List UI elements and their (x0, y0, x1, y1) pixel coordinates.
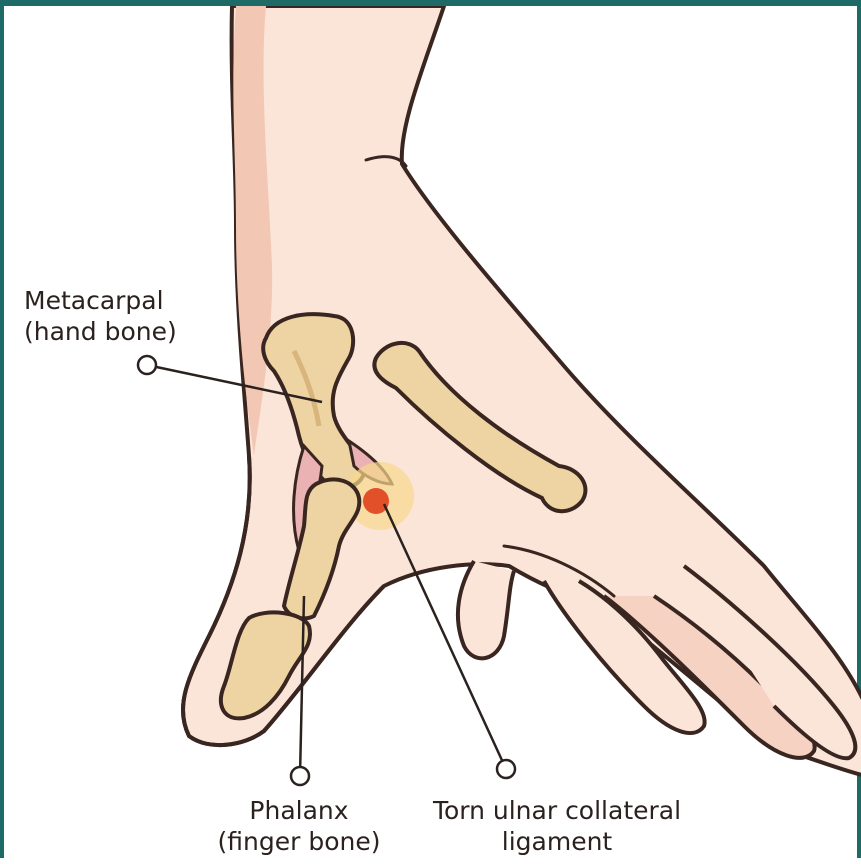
phalanx-label-line1: Phalanx (210, 795, 388, 826)
phalanx-label: Phalanx (finger bone) (210, 795, 388, 857)
phalanx-marker (291, 767, 309, 785)
ligament-label: Torn ulnar collateral ligament (412, 795, 702, 857)
finger-index (458, 561, 514, 658)
ligament-label-line1: Torn ulnar collateral (412, 795, 702, 826)
metacarpal-label-line2: (hand bone) (24, 316, 177, 347)
injury-spot (363, 488, 389, 514)
ligament-marker (497, 760, 515, 778)
metacarpal-marker (138, 356, 156, 374)
ligament-label-line2: ligament (412, 826, 702, 857)
hand-illustration (4, 6, 861, 864)
metacarpal-label-line1: Metacarpal (24, 285, 177, 316)
metacarpal-label: Metacarpal (hand bone) (24, 285, 177, 347)
phalanx-label-line2: (finger bone) (210, 826, 388, 857)
